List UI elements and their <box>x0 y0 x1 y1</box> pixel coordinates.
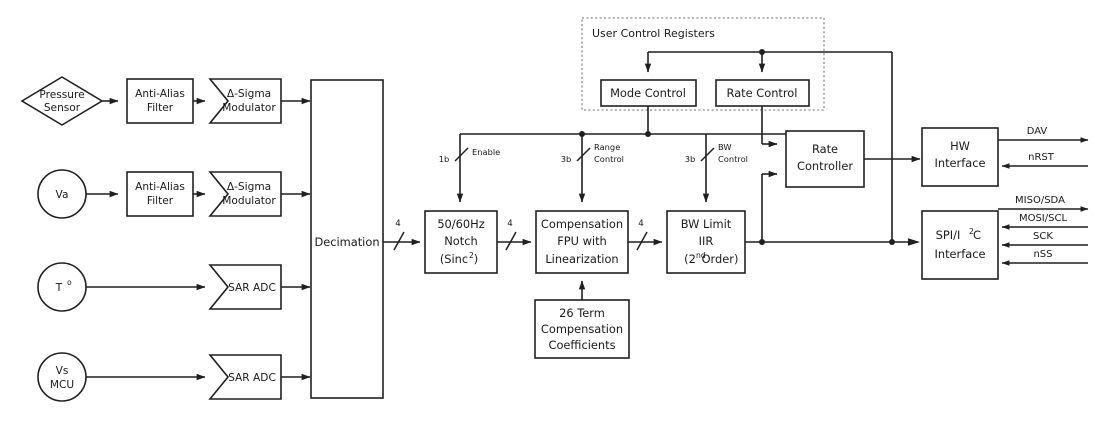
mod2-label-1: Δ-Sigma <box>227 181 271 193</box>
miso-sda-label: MISO/SDA <box>1015 195 1065 206</box>
bwlimit-label-2: IIR <box>699 234 714 248</box>
bw-tap-bits: 3b <box>685 154 696 164</box>
pressure-sensor-label-2: Sensor <box>44 102 81 114</box>
coefficients-block <box>534 299 630 359</box>
spi-interface-label-2: Interface <box>935 247 986 261</box>
pressure-sensor-label-1: Pressure <box>39 89 84 101</box>
fpu-label-3: Linearization <box>545 252 618 266</box>
notch-label-2: Notch <box>444 234 477 248</box>
spi-i2c-exponent: 2 <box>969 227 974 236</box>
bw-tap-label-1: BW <box>718 142 732 152</box>
bus-width-3: 4 <box>638 219 643 229</box>
sck-label: SCK <box>1033 231 1053 242</box>
junction-mode-bus <box>645 131 651 137</box>
decimation-block <box>310 79 384 399</box>
notch-label-3b: ) <box>474 252 478 266</box>
mod2-label-2: Modulator <box>222 195 276 207</box>
mode-control-block <box>600 79 697 107</box>
hw-interface-label-2: Interface <box>935 156 986 170</box>
anti-alias-filter-2 <box>126 171 194 217</box>
vs-mcu-label-1: Vs <box>56 365 69 377</box>
notch-label-3: (Sinc <box>440 252 468 266</box>
aaf2-label-1: Anti-Alias <box>135 181 185 193</box>
vs-mcu-source <box>37 352 87 402</box>
delta-sigma-modulator-1 <box>208 78 282 124</box>
bus-slash-3 <box>636 231 648 251</box>
range-tap-label-2: Control <box>594 154 624 164</box>
bw-tap-label-2: Control <box>718 154 748 164</box>
spi-interface-label-1: SPI/I <box>936 228 961 242</box>
sar-adc-2-label: SAR ADC <box>228 372 276 384</box>
bus-width-1: 4 <box>395 219 400 229</box>
bw-limit-iir-block <box>666 210 746 274</box>
sar-adc-1-label: SAR ADC <box>228 282 276 294</box>
range-tap-bits: 3b <box>561 154 572 164</box>
coeff-label-1: 26 Term <box>559 306 605 320</box>
notch-sinc-exponent: 2 <box>469 251 474 260</box>
bwlimit-label-1: BW Limit <box>681 217 732 231</box>
mod1-label-2: Modulator <box>222 102 276 114</box>
vs-mcu-label-2: MCU <box>50 379 74 391</box>
fpu-label-1: Compensation <box>541 217 623 231</box>
coeff-label-3: Coefficients <box>549 338 616 352</box>
bus-slash-1 <box>393 231 405 251</box>
delta-sigma-modulator-2 <box>208 171 282 217</box>
bwlimit-order-exponent: nd <box>696 251 706 260</box>
nss-label: nSS <box>1033 249 1052 260</box>
sar-adc-2 <box>208 354 282 400</box>
rate-controller-label-1: Rate <box>812 142 838 156</box>
hw-interface-label-1: HW <box>950 139 970 153</box>
bus-width-2: 4 <box>507 219 512 229</box>
rate-control-block <box>715 79 810 107</box>
decimation-label: Decimation <box>314 235 379 249</box>
temperature-degree-glyph: o <box>67 278 72 287</box>
fpu-label-2: FPU with <box>557 234 607 248</box>
bwlimit-label-3b: Order) <box>702 252 739 266</box>
compensation-fpu-block <box>535 210 629 274</box>
enable-tap-slash <box>454 147 469 162</box>
pressure-sensor <box>20 76 104 126</box>
rate-controller-block <box>785 130 865 188</box>
bwlimit-label-3: (2 <box>684 252 696 266</box>
aaf1-label-2: Filter <box>147 102 174 114</box>
mode-control-label: Mode Control <box>610 86 686 100</box>
bw-tap-slash <box>700 147 715 162</box>
user-control-registers-label: User Control Registers <box>592 27 715 40</box>
aaf1-label-1: Anti-Alias <box>135 88 185 100</box>
dav-signal-label: DAV <box>1027 126 1048 137</box>
range-tap-label-1: Range <box>594 142 620 152</box>
anti-alias-filter-1 <box>126 78 194 124</box>
junction-top-bus <box>759 49 765 55</box>
arrow-into-spi <box>908 238 920 246</box>
temperature-label: T <box>55 282 63 294</box>
rate-controller-label-2: Controller <box>797 159 853 173</box>
enable-tap-bits: 1b <box>439 154 450 164</box>
va-label: Va <box>56 189 69 201</box>
sar-adc-1 <box>208 264 282 310</box>
notch-label-1: 50/60Hz <box>437 217 484 231</box>
coeff-label-2: Compensation <box>541 322 623 336</box>
user-control-registers-box <box>581 17 825 111</box>
nrst-signal-label: nRST <box>1028 152 1055 163</box>
bus-slash-2 <box>505 231 517 251</box>
aaf2-label-2: Filter <box>147 195 174 207</box>
rate-control-label: Rate Control <box>727 86 798 100</box>
spi-interface-label-1b: C <box>973 228 981 242</box>
range-tap-slash <box>576 147 591 162</box>
mod1-label-1: Δ-Sigma <box>227 88 271 100</box>
hw-interface-block <box>921 127 999 187</box>
spi-i2c-interface-block <box>921 210 999 280</box>
junction-spi-input <box>889 239 895 245</box>
notch-filter-block <box>424 210 498 274</box>
enable-tap-label-1: Enable <box>472 147 500 157</box>
mosi-scl-label: MOSI/SCL <box>1019 213 1067 224</box>
